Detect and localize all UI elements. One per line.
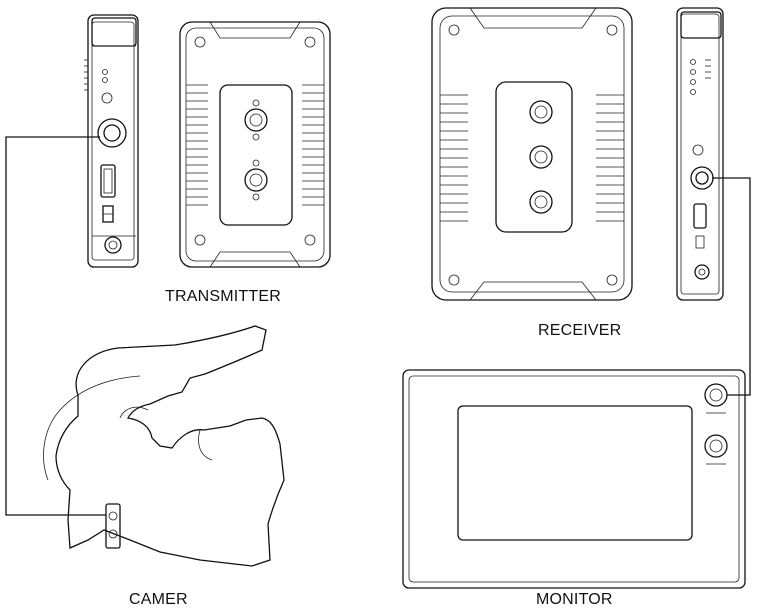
monitor-label: MONITOR	[536, 591, 613, 608]
receiver-label: RECEIVER	[538, 322, 622, 339]
cable-receiver-to-monitor	[712, 177, 751, 396]
cable-camera-to-transmitter	[5, 136, 106, 516]
transmitter-label: TRANSMITTER	[165, 288, 281, 305]
transmitter-front-view	[179, 21, 331, 268]
camera-outline	[43, 325, 285, 567]
receiver-side-view	[676, 7, 724, 301]
receiver-front-view	[431, 7, 633, 301]
transmitter-side-view	[84, 14, 139, 268]
camera-label: CAMER	[129, 591, 188, 608]
monitor-device	[402, 369, 746, 589]
